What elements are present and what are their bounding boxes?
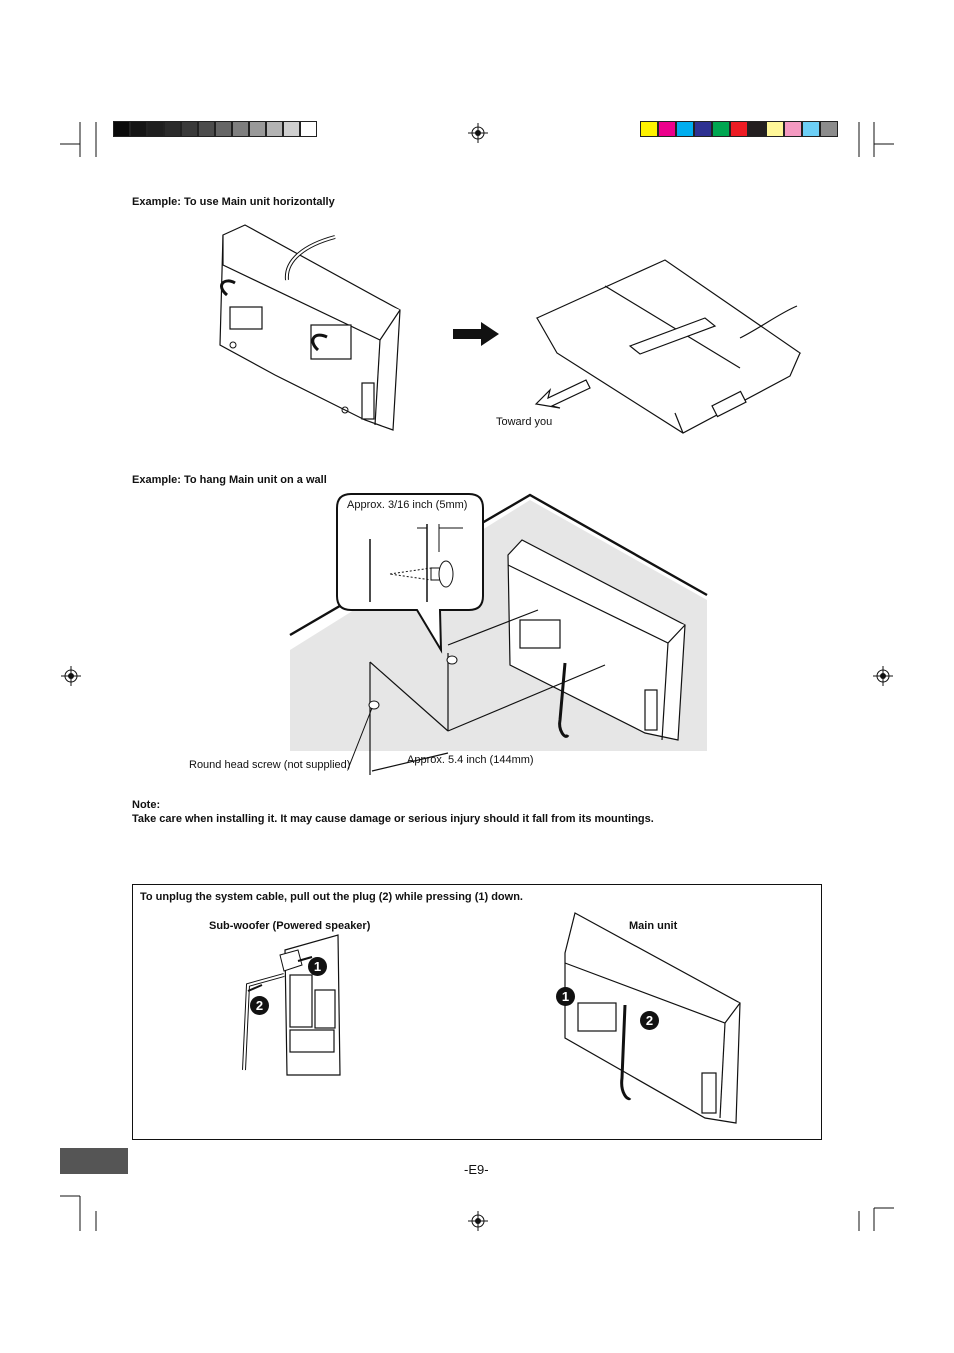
- marker-2-badge: 2: [250, 996, 269, 1015]
- color-swatch: [130, 121, 147, 137]
- page-number: -E9-: [464, 1162, 489, 1177]
- color-swatch: [266, 121, 283, 137]
- registration-target-icon: [468, 1211, 488, 1231]
- color-swatch: [283, 121, 300, 137]
- section2-heading: Example: To hang Main unit on a wall: [132, 474, 327, 486]
- color-swatch: [198, 121, 215, 137]
- unplug-instruction-box: [132, 884, 822, 1140]
- main-unit-back-illustration: [219, 224, 401, 431]
- main-unit-label: Main unit: [629, 920, 678, 932]
- subwoofer-label: Sub-woofer (Powered speaker): [209, 920, 371, 932]
- color-swatch: [748, 121, 766, 137]
- color-swatch: [820, 121, 838, 137]
- note-text: Take care when installing it. It may cau…: [132, 813, 654, 825]
- color-swatch: [215, 121, 232, 137]
- color-swatch: [147, 121, 164, 137]
- toward-you-arrow-icon: [534, 379, 591, 409]
- color-swatch: [676, 121, 694, 137]
- main-marker-1-badge: 1: [556, 987, 575, 1006]
- color-swatch: [640, 121, 658, 137]
- page-edge-tab: [60, 1148, 128, 1174]
- unplug-instruction: To unplug the system cable, pull out the…: [140, 891, 523, 903]
- color-swatch: [712, 121, 730, 137]
- main-marker-2-badge: 2: [640, 1011, 659, 1030]
- distance-label: Approx. 5.4 inch (144mm): [407, 754, 534, 766]
- color-swatch: [232, 121, 249, 137]
- main-unit-horizontal-illustration: [535, 259, 802, 434]
- marker-1-badge: 1: [308, 957, 327, 976]
- color-swatch: [164, 121, 181, 137]
- color-swatch: [113, 121, 130, 137]
- color-swatch: [694, 121, 712, 137]
- screw-callout-bubble: [336, 493, 484, 654]
- note-title: Note:: [132, 799, 161, 811]
- registration-target-icon: [61, 666, 81, 686]
- toward-you-label: Toward you: [496, 416, 553, 428]
- color-swatch: [802, 121, 820, 137]
- color-swatch: [249, 121, 266, 137]
- color-swatch: [730, 121, 748, 137]
- color-swatch: [658, 121, 676, 137]
- color-swatch: [181, 121, 198, 137]
- screw-label: Round head screw (not supplied): [189, 759, 351, 771]
- registration-target-icon: [873, 666, 893, 686]
- color-swatch: [784, 121, 802, 137]
- right-arrow-icon: [453, 322, 499, 346]
- color-swatch: [766, 121, 784, 137]
- registration-target-icon: [468, 123, 488, 143]
- callout-measure-label: Approx. 3/16 inch (5mm): [347, 499, 468, 511]
- section1-heading: Example: To use Main unit horizontally: [132, 196, 335, 208]
- color-swatch: [300, 121, 317, 137]
- wall-mount-illustration: [289, 493, 708, 775]
